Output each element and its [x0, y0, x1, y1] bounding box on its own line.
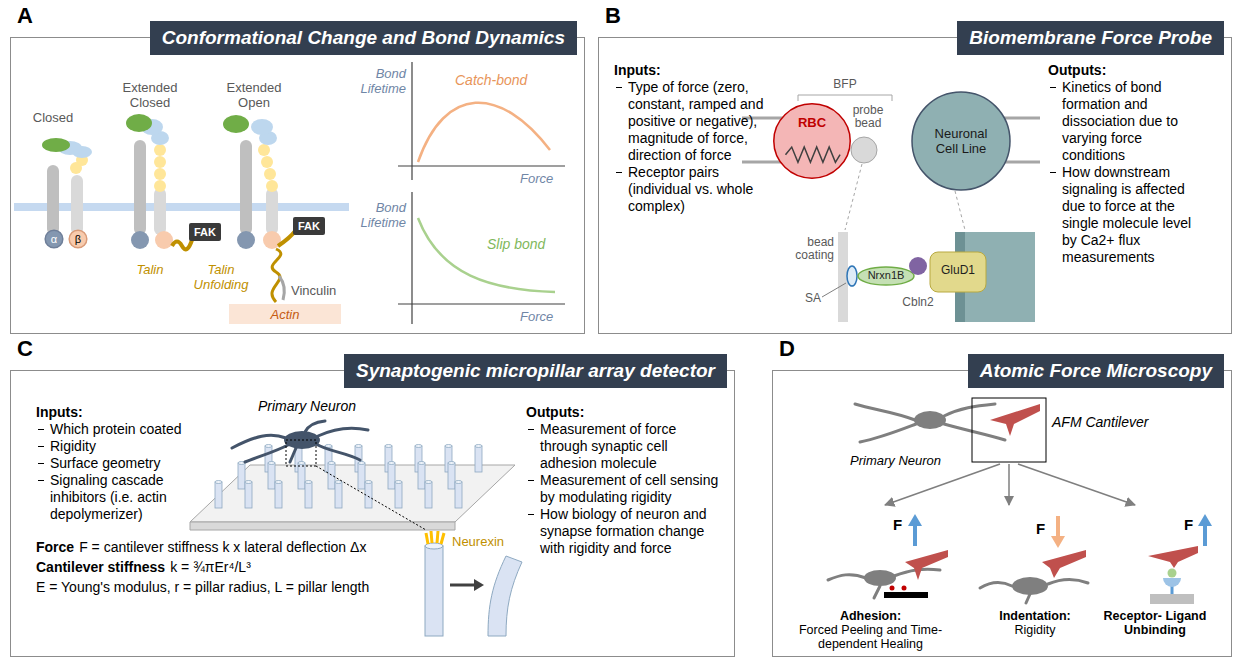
text-group: Outputs:Kinetics of bond formation and d… — [1048, 62, 1198, 266]
mode-label: Rigidity — [1015, 623, 1056, 637]
force-symbol: F — [893, 516, 902, 533]
list-item: Rigidity — [36, 438, 201, 455]
text-group: Inputs:Which protein coatedRigiditySurfa… — [36, 404, 201, 523]
part-label: bead coating — [782, 236, 834, 262]
axis-label: Bond Lifetime — [350, 66, 406, 96]
list-item: Surface geometry — [36, 455, 201, 472]
panel-title: Conformational Change and Bond Dynamics — [162, 27, 565, 48]
text-group: Cantilever stiffness k = ¾πEr⁴/L³ — [36, 558, 456, 576]
list-heading: Outputs: — [1048, 62, 1198, 79]
panel-letter: D — [779, 336, 795, 362]
formula-term: Force — [36, 539, 74, 555]
node-label: RBC — [798, 115, 826, 130]
panel-header: Atomic Force Microscopy — [968, 354, 1224, 388]
beta-subunit: β — [69, 230, 87, 248]
list-item: Receptor pairs (individual vs. whole com… — [614, 164, 764, 215]
cell-circle: Neuronal Cell Line — [911, 91, 1011, 191]
list-item: Which protein coated — [36, 421, 201, 438]
spring-symbol — [785, 147, 840, 162]
list-heading: Outputs: — [526, 404, 721, 421]
panel-header: Conformational Change and Bond Dynamics — [150, 21, 577, 55]
list-item: Measurement of cell sensing by modulatin… — [526, 472, 721, 506]
part-label: probe bead — [848, 104, 888, 130]
rbc-circle: RBC — [773, 103, 851, 179]
protein-label: Neurexin — [452, 534, 504, 549]
part-label: Primary Neuron — [850, 452, 941, 469]
protein-label: Talin — [128, 262, 172, 277]
axis-label: Force — [520, 309, 553, 324]
text-group: Outputs:Measurement of force through syn… — [526, 404, 721, 557]
node-label: α — [51, 233, 57, 245]
text-group: Force F = cantilever stiffness k x latera… — [36, 538, 456, 556]
text-group: Indentation:Rigidity — [985, 609, 1085, 637]
force-symbol: F — [1036, 520, 1045, 537]
part-label: SA — [805, 292, 821, 305]
panel-header: Biomembrane Force Probe — [957, 21, 1224, 55]
list-heading: Inputs: — [614, 62, 764, 79]
node-label: Neuronal Cell Line — [923, 126, 999, 156]
state-label: Closed — [28, 110, 78, 125]
list-item: Type of force (zero, constant, ramped an… — [614, 79, 764, 164]
curve-label: Slip bond — [487, 236, 545, 253]
panel-header: Synaptogenic micropillar array detector — [344, 354, 727, 388]
integrin-illustration — [14, 114, 349, 302]
panel-title: Synaptogenic micropillar array detector — [356, 360, 715, 381]
formula-term: Cantilever stiffness — [36, 559, 165, 575]
panel-letter: A — [17, 3, 33, 29]
axis-label: Bond Lifetime — [350, 200, 406, 230]
micropillar-illustration — [190, 421, 522, 636]
protein-label: Nrxn1B — [860, 269, 912, 282]
panel-letter: C — [17, 336, 33, 362]
list-item: Measurement of force through synaptic ce… — [526, 421, 721, 472]
list-item: How biology of neuron and synapse format… — [526, 506, 721, 557]
panel-title: Atomic Force Microscopy — [980, 360, 1212, 381]
actin-band: Actin — [229, 304, 341, 324]
node-label: β — [75, 233, 81, 245]
formula: k = ¾πEr⁴/L³ — [170, 559, 251, 575]
protein-label: Talin Unfolding — [190, 262, 252, 292]
panel-title: Biomembrane Force Probe — [969, 27, 1212, 48]
protein-label: Vinculin — [291, 283, 351, 298]
state-label: Extended Closed — [112, 80, 188, 110]
protein-label: GluD1 — [930, 264, 986, 277]
protein-label: Cbln2 — [898, 296, 938, 309]
node-label: Actin — [271, 307, 300, 322]
axis-label: Force — [520, 171, 553, 186]
bond-lifetime-plots — [398, 62, 565, 324]
panel-letter: B — [605, 3, 621, 29]
alpha-subunit: α — [45, 230, 63, 248]
mode-label: Adhesion: — [778, 609, 963, 623]
afm-illustration — [828, 398, 1212, 604]
rbc-circle-outline — [773, 103, 851, 179]
curve-label: Catch-bond — [455, 72, 527, 89]
formula: E = Young's modulus, r = pillar radius, … — [36, 578, 456, 596]
node-label: FAK — [194, 226, 216, 238]
text-group: Adhesion:Forced Peeling and Time-depende… — [778, 609, 963, 651]
part-label: AFM Cantilever — [1052, 414, 1148, 431]
mode-label: Forced Peeling and Time-dependent Healin… — [799, 623, 942, 651]
list-heading: Inputs: — [36, 404, 201, 421]
formula: F = cantilever stiffness k x lateral def… — [79, 539, 366, 555]
text-group: Inputs:Type of force (zero, constant, ra… — [614, 62, 764, 215]
state-label: Extended Open — [216, 80, 292, 110]
part-label: Primary Neuron — [258, 398, 356, 415]
list-item: Kinetics of bond formation and dissociat… — [1048, 79, 1198, 164]
mode-label: Indentation: — [985, 609, 1085, 623]
fak-box: FAK — [189, 223, 221, 241]
mode-label: Receptor- Ligand Unbinding — [1095, 609, 1215, 637]
list-item: How downstream signaling is affected due… — [1048, 164, 1198, 266]
list-item: Signaling cascade inhibitors (i.e. actin… — [36, 472, 201, 523]
fak-box: FAK — [293, 217, 325, 235]
force-symbol: F — [1184, 516, 1193, 533]
node-label: FAK — [298, 220, 320, 232]
part-label: BFP — [830, 78, 860, 91]
